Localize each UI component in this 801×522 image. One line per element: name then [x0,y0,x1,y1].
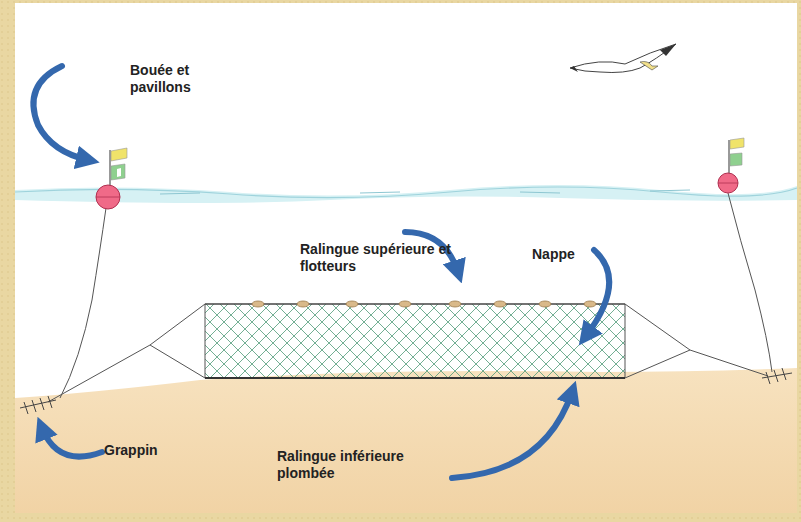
net-side [205,304,206,378]
seabed [15,368,797,513]
net-panel [205,304,625,378]
callout-arrows [33,66,609,478]
grapnel [762,368,792,384]
floats [252,301,596,307]
callout-label: Grappin [104,442,184,459]
drawing-ground [15,3,797,513]
buoy-line [60,208,106,398]
buoy-right [718,138,744,193]
callout-label: Ralingue supérieure et flotteurs [300,241,460,275]
leadline [205,377,625,379]
wave-strokes [160,190,690,194]
callout-label: Ralingue inférieure plombée [277,448,427,482]
bridle-lines [48,304,768,402]
headrope [205,303,625,304]
buoy-line [728,193,772,372]
sea-surface [15,185,797,203]
buoy-left [96,148,127,209]
net-side [625,304,626,378]
callout-label: Nappe [532,246,602,263]
grapnel [20,396,56,414]
seabird [570,44,676,73]
sea-line [15,187,797,198]
callout-label: Bouée et pavillons [130,62,220,96]
